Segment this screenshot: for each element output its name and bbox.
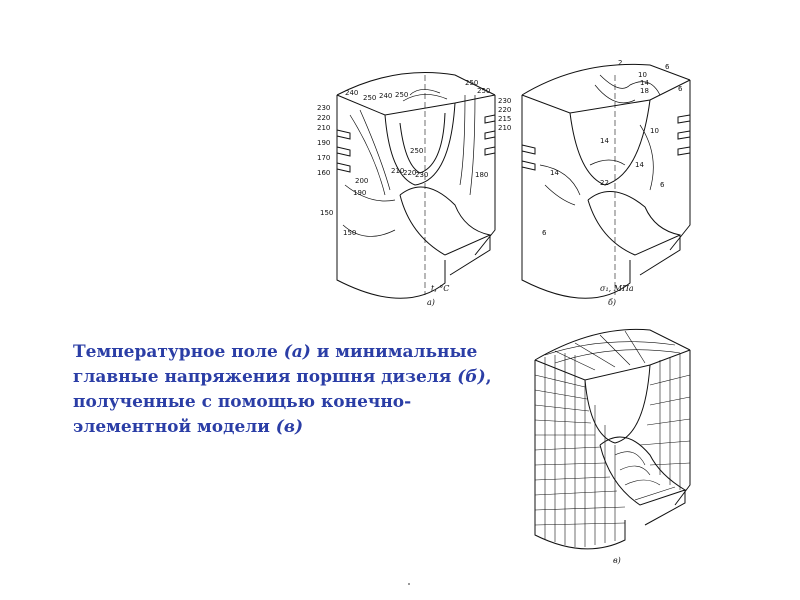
piston-drawing-b: 2 6 10 14 18 6 10 14 14 22 14 6 6 σ₁, МП…	[521, 59, 691, 307]
figure-sublabel: б)	[608, 298, 616, 307]
isotherm-label: 250	[363, 94, 376, 102]
figure-principal-stresses: 2 6 10 14 18 6 10 14 14 22 14 6 6 σ₁, МП…	[500, 55, 710, 315]
isotherm-label: 240	[379, 92, 392, 100]
figure-sublabel: а)	[427, 298, 435, 307]
figure-temperature-field: 230 220 210 190 170 160 150 230 220 215 …	[315, 55, 515, 315]
scale-label: 230	[498, 97, 511, 105]
isotherm-label: 150	[343, 229, 356, 237]
stress-label: 14	[640, 79, 649, 87]
figure-finite-element-mesh: в)	[525, 325, 710, 570]
isotherm-label: 240	[345, 89, 358, 97]
scale-label: 220	[317, 114, 330, 122]
isotherm-label: 200	[355, 177, 368, 185]
stress-label: 14	[635, 161, 644, 169]
figure-a-left-scale: 230 220 210 190 170 160 150	[317, 104, 333, 217]
scale-label: 220	[498, 106, 511, 114]
unit-label: t, °C	[431, 284, 449, 293]
caption-text: полученные с помощью конечно-	[73, 392, 412, 412]
caption-line: полученные с помощью конечно-	[73, 390, 513, 415]
scale-label: 210	[317, 124, 330, 132]
isotherm-label: 220	[403, 169, 416, 177]
isotherm-label: 250	[477, 87, 490, 95]
scale-label: 210	[498, 124, 511, 132]
caption-text: главные напряжения поршня дизеля	[73, 367, 458, 387]
stress-label: 10	[650, 127, 659, 135]
scale-label: 190	[317, 139, 330, 147]
figure-b-side-labels: 10 14 14 22 14 6 6	[542, 127, 665, 237]
isotherm-label: 250	[395, 91, 408, 99]
caption-text: элементной модели	[73, 417, 276, 437]
caption-ref-b: (б)	[457, 367, 486, 387]
scale-label: 160	[317, 169, 330, 177]
figure-b-top-labels: 2 6 10 14 18 6	[618, 59, 683, 95]
stress-label: 2	[618, 59, 622, 67]
caption-line: Температурное поле (а) и минимальные	[73, 340, 513, 365]
caption-text: Температурное поле	[73, 342, 284, 362]
figure-caption: Температурное поле (а) и минимальные гла…	[73, 340, 513, 440]
isotherm-label: 190	[353, 189, 366, 197]
figure-a-top-labels: 240 250 240 250 250 250	[345, 79, 490, 102]
caption-text: и минимальные	[310, 342, 478, 362]
isotherm-label: 250	[410, 147, 423, 155]
isotherm-label: 250	[465, 79, 478, 87]
piston-drawing-a: 230 220 210 190 170 160 150 230 220 215 …	[317, 72, 511, 307]
figure-a-inner-labels: 250 230 220 210 200 190 180 150	[343, 147, 488, 237]
caption-text: ,	[485, 367, 492, 387]
scale-label: 170	[317, 154, 330, 162]
caption-line: главные напряжения поршня дизеля (б),	[73, 365, 513, 390]
stress-label: 6	[665, 63, 670, 71]
stress-label: 10	[638, 71, 647, 79]
figure-sublabel: в)	[613, 556, 621, 565]
scale-label: 150	[320, 209, 333, 217]
isotherm-label: 210	[391, 167, 404, 175]
caption-line: элементной модели (в)	[73, 415, 513, 440]
scale-label: 215	[498, 115, 511, 123]
stress-label: 22	[600, 179, 609, 187]
stress-label: 14	[550, 169, 559, 177]
caption-ref-c: (в)	[275, 417, 304, 437]
page-dot	[408, 583, 410, 585]
stress-label: 14	[600, 137, 609, 145]
isotherm-label: 180	[475, 171, 488, 179]
caption-ref-a: (а)	[283, 342, 311, 362]
isotherm-label: 230	[415, 171, 428, 179]
stress-label: 6	[660, 181, 665, 189]
unit-label: σ₁, МПа	[600, 284, 634, 293]
stress-label: 18	[640, 87, 649, 95]
piston-mesh-drawing: в)	[534, 328, 691, 565]
stress-label: 6	[678, 85, 683, 93]
stress-label: 6	[542, 229, 547, 237]
figure-a-right-scale: 230 220 215 210	[498, 97, 511, 132]
scale-label: 230	[317, 104, 330, 112]
